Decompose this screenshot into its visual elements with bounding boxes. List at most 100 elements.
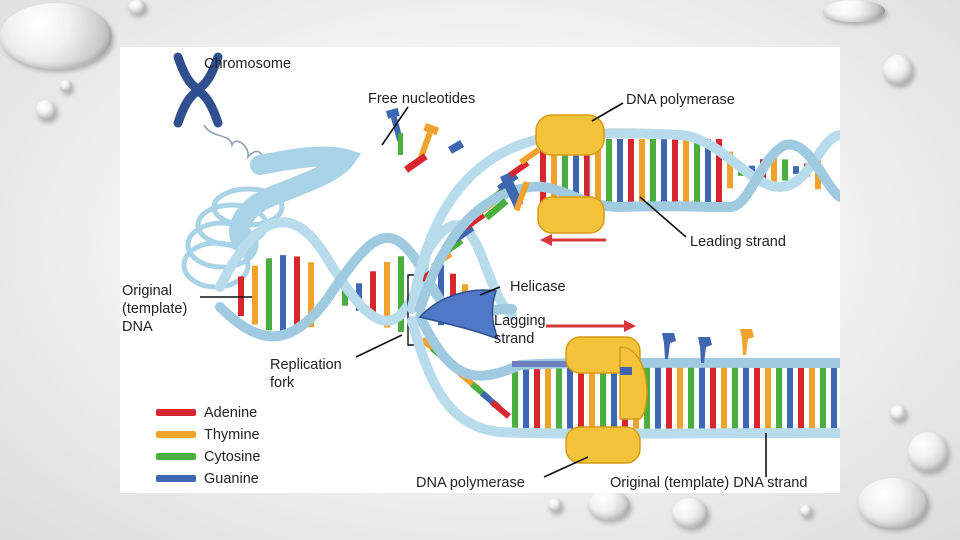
- base-pair: [705, 139, 711, 205]
- base-pair: [683, 139, 689, 205]
- base-pair: [294, 256, 300, 332]
- leader-lines: [200, 102, 767, 478]
- base-pair: [661, 139, 667, 205]
- base-pair: [490, 400, 511, 419]
- base-pair: [540, 139, 546, 205]
- water-droplet: [858, 478, 928, 528]
- base-pair: [600, 367, 606, 429]
- base-pair: [809, 367, 815, 429]
- base-pair: [727, 151, 733, 189]
- base-pair: [508, 160, 530, 178]
- base-pair: [573, 139, 579, 205]
- label-original-dna-2: (template): [122, 301, 187, 317]
- base-pair: [519, 147, 541, 165]
- base-pair: [677, 367, 683, 429]
- label-lagging-strand-1: Lagging: [494, 313, 546, 329]
- label-original-template-strand: Original (template) DNA strand: [610, 475, 807, 491]
- label-helicase: Helicase: [510, 279, 566, 295]
- water-droplet: [823, 0, 885, 22]
- legend-item-thymine: Thymine: [156, 427, 260, 443]
- chromosome-icon: [173, 52, 223, 128]
- lagging-strand-region: [407, 312, 840, 439]
- diagram-canvas: Chromosome Free nucleotides DNA polymera…: [122, 52, 840, 491]
- water-droplet: [36, 100, 56, 120]
- legend-swatch: [156, 431, 196, 438]
- base-pair: [628, 139, 634, 205]
- base-pair: [732, 367, 738, 429]
- legend-label: Guanine: [204, 471, 259, 487]
- base-pair: [606, 139, 612, 205]
- label-original-dna-1: Original: [122, 283, 172, 299]
- free-nucleotides: [386, 107, 754, 375]
- label-dna-polymerase-bottom: DNA polymerase: [416, 475, 525, 491]
- base-pair: [398, 256, 404, 332]
- water-droplet: [588, 490, 630, 520]
- base-pair: [694, 139, 700, 205]
- lagging-direction-arrow: [546, 320, 636, 332]
- base-pair: [721, 367, 727, 429]
- legend-swatch: [156, 409, 196, 416]
- helicase-enzyme: [418, 289, 500, 341]
- base-pair: [639, 139, 645, 205]
- base-pair: [370, 271, 376, 321]
- base-pair: [384, 261, 390, 328]
- water-droplet: [800, 505, 812, 517]
- base-pair: [523, 367, 529, 429]
- base-pair: [754, 367, 760, 429]
- base-pair: [716, 139, 722, 205]
- label-dna-polymerase-top: DNA polymerase: [626, 92, 735, 108]
- base-pair: [672, 139, 678, 205]
- base-pair: [765, 367, 771, 429]
- water-droplet: [890, 405, 906, 421]
- base-pair: [650, 139, 656, 205]
- base-pair: [589, 367, 595, 429]
- water-droplet: [883, 55, 913, 85]
- water-droplet: [672, 498, 708, 528]
- label-free-nucleotides: Free nucleotides: [368, 91, 475, 107]
- base-pair: [280, 255, 286, 333]
- legend-swatch: [156, 475, 196, 482]
- base-pair: [584, 139, 590, 205]
- base-pair: [545, 367, 551, 429]
- water-droplet: [60, 80, 72, 92]
- base-pair: [782, 159, 788, 181]
- leading-strand-region: [407, 128, 840, 314]
- water-droplet: [128, 0, 146, 14]
- legend-label: Adenine: [204, 405, 257, 421]
- base-pair: [831, 367, 837, 429]
- base-pair: [699, 367, 705, 429]
- legend-label: Cytosine: [204, 449, 260, 465]
- base-pair: [793, 166, 799, 174]
- base-pair: [820, 367, 826, 429]
- base-pair: [771, 157, 777, 183]
- base-pair: [743, 367, 749, 429]
- base-pair: [534, 367, 540, 429]
- label-lagging-strand-2: strand: [494, 331, 534, 347]
- base-pair: [611, 367, 617, 429]
- dna-polymerase-top: [535, 114, 605, 234]
- base-pair: [512, 367, 518, 429]
- base-pair: [266, 258, 272, 331]
- base-pair: [556, 367, 562, 429]
- label-leading-strand: Leading strand: [690, 234, 786, 250]
- dna-replication-diagram: Chromosome Free nucleotides DNA polymera…: [120, 47, 840, 493]
- base-pair: [688, 367, 694, 429]
- label-replication-fork-2: fork: [270, 375, 295, 391]
- base-pair: [776, 367, 782, 429]
- base-pair: [567, 367, 573, 429]
- water-droplet: [0, 3, 112, 69]
- base-pair: [464, 212, 486, 230]
- legend-item-guanine: Guanine: [156, 471, 259, 487]
- base-pair: [655, 367, 661, 429]
- supercoil-loops: [181, 186, 285, 290]
- legend-item-adenine: Adenine: [156, 405, 257, 421]
- base-pair: [710, 367, 716, 429]
- legend-item-cytosine: Cytosine: [156, 449, 260, 465]
- base-pair: [562, 139, 568, 205]
- base-pair: [798, 367, 804, 429]
- base-pair: [666, 367, 672, 429]
- label-replication-fork-1: Replication: [270, 357, 342, 373]
- base-pair: [308, 262, 314, 328]
- base-pair: [617, 139, 623, 205]
- base-pair: [595, 139, 601, 205]
